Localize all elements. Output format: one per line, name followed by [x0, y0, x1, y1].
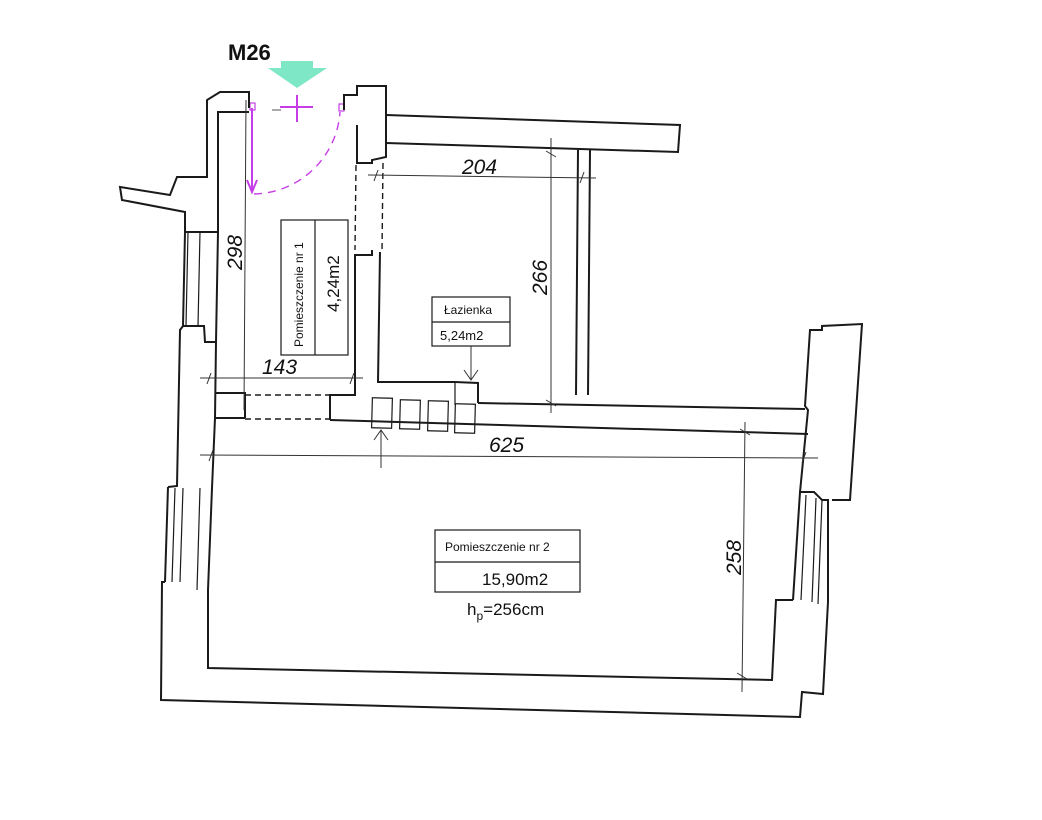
unit-id-label: M26: [228, 40, 271, 65]
dim-625: 625: [489, 434, 524, 457]
entrance-arrow-icon: [268, 61, 327, 88]
bathroom-label: Łazienka 5,24m2: [431, 296, 511, 347]
dimension-lines: [199, 99, 819, 693]
room1-area: 4,24m2: [324, 255, 343, 312]
walls: [118, 85, 864, 719]
room1-name: Pomieszczenie nr 1: [292, 242, 306, 347]
dim-204: 204: [461, 156, 497, 179]
room1-label: Pomieszczenie nr 1 4,24m2: [280, 219, 349, 356]
bathroom-name: Łazienka: [444, 303, 492, 317]
entrance-door: [246, 95, 345, 195]
bathroom-area: 5,24m2: [440, 328, 483, 343]
ceiling-height-label: hp=256cm: [467, 600, 544, 623]
room2-label: Pomieszczenie nr 2 15,90m2: [434, 529, 581, 593]
vents: [370, 397, 476, 434]
room2-area: 15,90m2: [482, 570, 548, 589]
dim-143: 143: [262, 356, 297, 379]
dim-298: 298: [224, 235, 247, 271]
room2-name: Pomieszczenie nr 2: [445, 540, 550, 554]
dim-258: 258: [723, 540, 746, 576]
dim-266: 266: [529, 260, 552, 296]
